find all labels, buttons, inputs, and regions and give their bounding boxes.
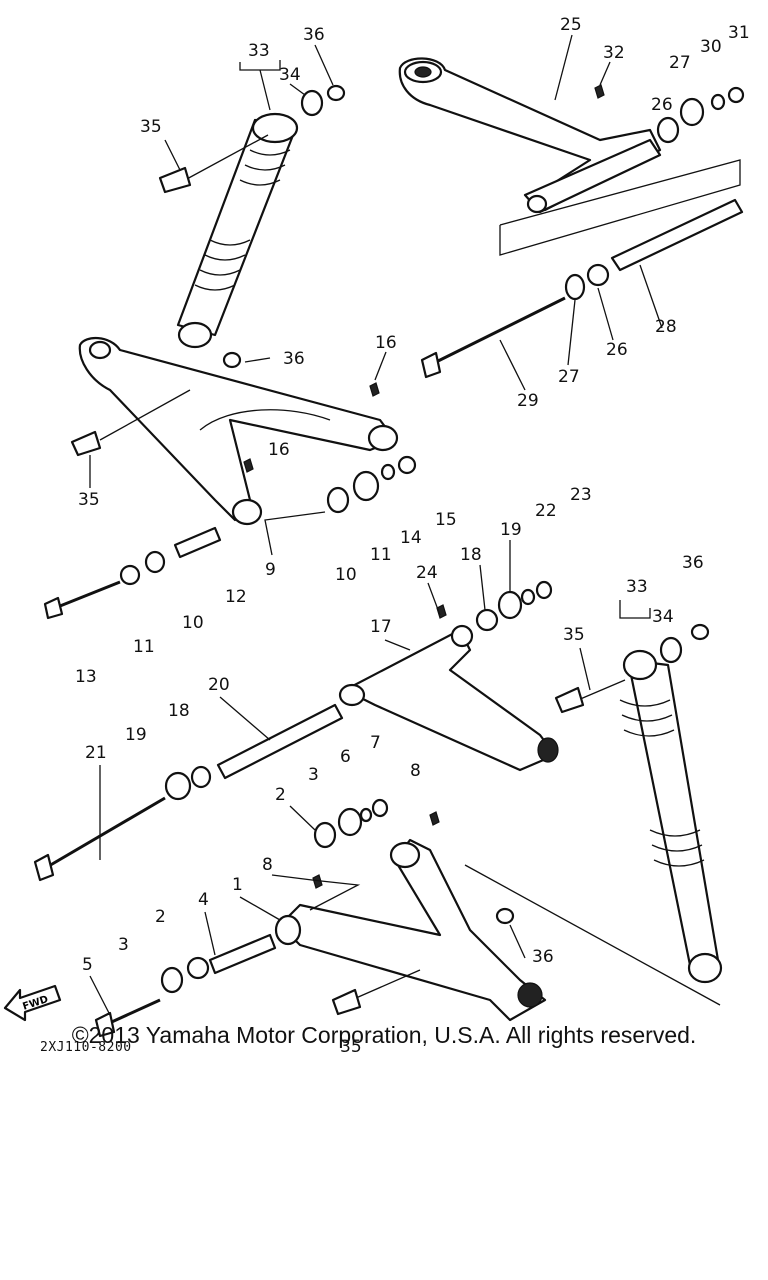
bushing-set-26-27: [564, 84, 745, 301]
callout-17: 17: [370, 617, 392, 637]
callout-26: 26: [651, 95, 673, 115]
callout-6: 6: [340, 747, 351, 767]
callout-10: 10: [335, 565, 357, 585]
callout-33: 33: [626, 577, 648, 597]
callout-35: 35: [563, 625, 585, 645]
callout-24: 24: [416, 563, 438, 583]
callout-1: 1: [232, 875, 243, 895]
callout-16: 16: [375, 333, 397, 353]
callout-28: 28: [655, 317, 677, 337]
callout-27: 27: [558, 367, 580, 387]
callout-26: 26: [606, 340, 628, 360]
callout-27: 27: [669, 53, 691, 73]
callout-32: 32: [603, 43, 625, 63]
bushings-10-15: [43, 455, 417, 620]
callout-23: 23: [570, 485, 592, 505]
callout-8: 8: [262, 855, 273, 875]
shock-absorber-right: [554, 623, 723, 984]
callout-34: 34: [279, 65, 301, 85]
upper-arm-25: [398, 57, 741, 256]
callout-18: 18: [168, 701, 190, 721]
a-arm-upper-left: [70, 337, 399, 526]
shock-absorber-top: [158, 84, 346, 349]
diagram-code: 2XJ110-8200: [40, 1040, 132, 1055]
callout-16: 16: [268, 440, 290, 460]
callout-29: 29: [517, 391, 539, 411]
callout-2: 2: [275, 785, 286, 805]
pivot-shaft-28: [610, 198, 744, 272]
callout-36: 36: [303, 25, 325, 45]
callout-34: 34: [652, 607, 674, 627]
callout-5: 5: [82, 955, 93, 975]
callout-3: 3: [308, 765, 319, 785]
callout-33: 33: [248, 41, 270, 61]
callout-3: 3: [118, 935, 129, 955]
long-bolt-29: [420, 296, 566, 379]
lower-a-arm-1: [94, 798, 721, 1038]
callout-11: 11: [133, 637, 155, 657]
callout-4: 4: [198, 890, 209, 910]
leader-lines: [89, 34, 663, 1016]
shaft-20-bolt-21: [33, 703, 344, 882]
callout-36: 36: [532, 947, 554, 967]
callout-22: 22: [535, 501, 557, 521]
callout-11: 11: [370, 545, 392, 565]
callout-15: 15: [435, 510, 457, 530]
callout-36: 36: [682, 553, 704, 573]
callout-19: 19: [500, 520, 522, 540]
callout-35: 35: [78, 490, 100, 510]
callout-20: 20: [208, 675, 230, 695]
callout-8: 8: [410, 761, 421, 781]
callout-21: 21: [85, 743, 107, 763]
upper-arm-17: [338, 580, 559, 772]
callout-12: 12: [225, 587, 247, 607]
callout-35: 35: [140, 117, 162, 137]
fwd-arrow: FWD: [3, 984, 62, 1022]
callout-9: 9: [265, 560, 276, 580]
callout-19: 19: [125, 725, 147, 745]
callout-35: 35: [340, 1037, 362, 1057]
callout-31: 31: [728, 23, 750, 43]
callout-7: 7: [370, 733, 381, 753]
callout-labels: 33 36 34 35 25 32 26 27 30 31 28 26 27 2…: [75, 15, 750, 1057]
exploded-parts-diagram: FWD 33 36 34 35 25 32 26 27 30 31 28 26 …: [3, 15, 750, 1057]
callout-36: 36: [283, 349, 305, 369]
callout-14: 14: [400, 528, 422, 548]
copyright-notice: ©2013 Yamaha Motor Corporation, U.S.A. A…: [71, 1022, 697, 1048]
callout-18: 18: [460, 545, 482, 565]
callout-25: 25: [560, 15, 582, 35]
callout-13: 13: [75, 667, 97, 687]
callout-2: 2: [155, 907, 166, 927]
callout-10: 10: [182, 613, 204, 633]
callout-30: 30: [700, 37, 722, 57]
